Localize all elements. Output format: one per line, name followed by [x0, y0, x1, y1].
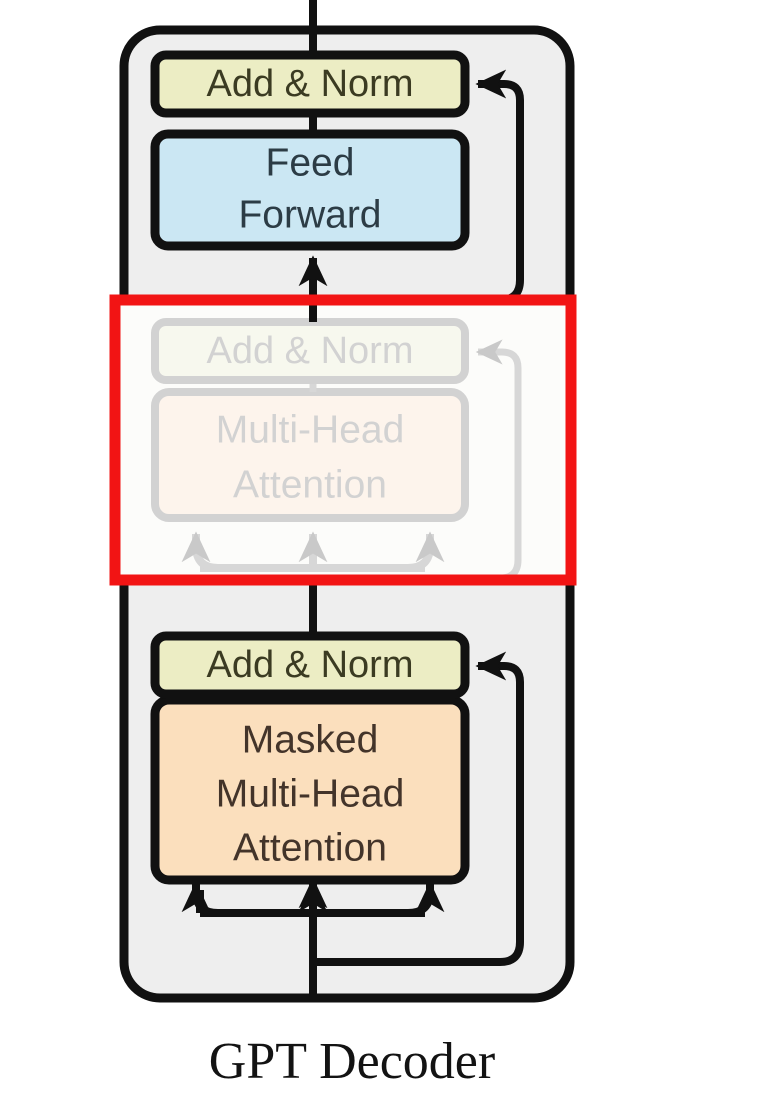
bottom-add-norm-block[interactable]: Add & Norm	[150, 631, 470, 699]
top-add-norm-label: Add & Norm	[207, 63, 414, 105]
top-add-norm-block[interactable]: Add & Norm	[150, 50, 470, 118]
feed-forward-label-line2: Forward	[238, 193, 381, 236]
figure-caption: GPT Decoder	[209, 1033, 495, 1090]
cross-attention-removed-highlight	[109, 294, 577, 586]
feed-forward-block[interactable]: Feed Forward	[150, 129, 470, 251]
masked-mha-label-line3: Attention	[233, 826, 387, 869]
faded-mha-label-line2: Attention	[233, 463, 387, 506]
qkv-arrow-value-bottom	[407, 881, 445, 917]
faded-cross-attention-section: Multi-Head Attention Add & Norm	[118, 300, 570, 582]
top-add-norm-box[interactable]	[150, 50, 470, 118]
masked-multi-head-attention-block[interactable]: Masked Multi-Head Attention	[150, 695, 470, 885]
bottom-add-norm-label: Add & Norm	[207, 644, 414, 686]
faded-add-norm-block: Add & Norm	[151, 318, 469, 384]
masked-mha-label-line2: Multi-Head	[216, 772, 405, 815]
faded-add-norm-label: Add & Norm	[207, 330, 414, 372]
qkv-fanout-faded	[181, 531, 445, 572]
masked-mha-label-line1: Masked	[242, 718, 379, 761]
qkv-fanout-bottom	[181, 881, 445, 917]
bottom-residual-path	[313, 651, 524, 966]
qkv-arrow-value-faded	[407, 531, 445, 572]
qkv-arrow-query-bottom	[181, 881, 219, 917]
residual-connection-bottom	[313, 651, 524, 966]
qkv-arrow-query-faded	[181, 531, 219, 572]
faded-multi-head-attention-block: Multi-Head Attention	[151, 388, 469, 522]
feed-forward-label-line1: Feed	[266, 141, 355, 184]
faded-mha-label-line1: Multi-Head	[216, 408, 405, 451]
